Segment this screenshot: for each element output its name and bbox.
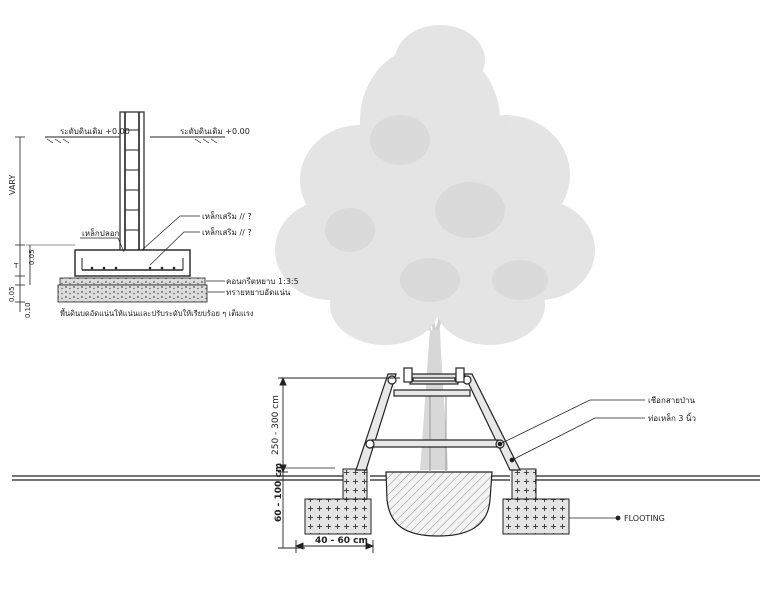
ground-label-left: ระดับดินเดิม +0.00 xyxy=(60,127,130,136)
dim-005-bottom: 0.05 xyxy=(8,286,16,302)
concrete-footing-right xyxy=(502,468,570,535)
root-ball xyxy=(385,471,493,537)
footing-callout: FLOOTING xyxy=(624,514,665,523)
tree-illustration xyxy=(275,25,595,470)
dim-005-top: 0.05 xyxy=(28,249,36,265)
dimension-lines xyxy=(278,376,400,553)
rope-label: เชือกสายป่าน xyxy=(648,396,695,405)
t-label: T xyxy=(13,262,19,270)
pipe-label: ท่อเหล็ก 3 นิ้ว xyxy=(648,412,696,423)
footing-label: เหล็กปลอก xyxy=(82,228,120,238)
concrete-footing-left xyxy=(304,468,372,535)
tree-trunk xyxy=(429,390,447,472)
lean-concrete-label: คอนกรีตหยาบ 1:3:5 xyxy=(226,277,299,286)
vary-label: VARY xyxy=(8,175,17,195)
footing-section-detail xyxy=(15,111,225,312)
dim-010: 0.10 xyxy=(24,302,32,318)
soil-note: พื้นดินบดอัดแน่นให้แน่นและปรับระดับให้เร… xyxy=(60,308,254,318)
depth-dimension: 60 - 100 cm xyxy=(274,463,284,522)
ground-label-right: ระดับดินเดิม +0.00 xyxy=(180,127,250,136)
label-leaders xyxy=(497,399,645,521)
rebar-label-1: เหล็กเสริม // ? xyxy=(202,211,252,221)
width-dimension: 40 - 60 cm xyxy=(315,536,368,546)
sand-label: ทรายหยาบอัดแน่น xyxy=(226,288,291,297)
rebar-label-2: เหล็กเสริม // ? xyxy=(202,227,252,237)
height-dimension: 250 - 300 cm xyxy=(271,395,281,455)
